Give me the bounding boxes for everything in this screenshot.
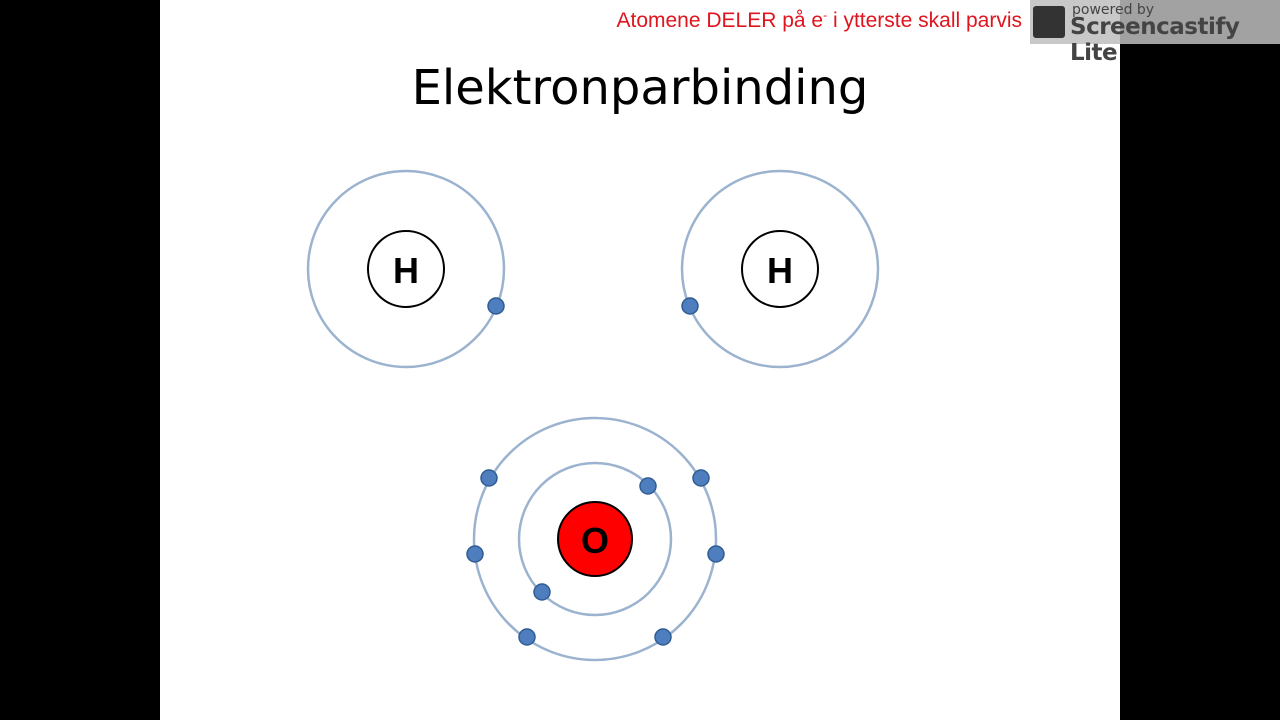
caption-text: Atomene DELER på e- i ytterste skall par… xyxy=(616,8,1022,33)
electron xyxy=(692,469,710,487)
watermark-name: Screencastify Lite xyxy=(1070,14,1240,66)
hydrogen-atom-right: H xyxy=(680,169,880,369)
electron xyxy=(480,469,498,487)
nucleus xyxy=(741,230,819,308)
atom-symbol: O xyxy=(581,520,609,561)
electron-shell xyxy=(680,169,880,369)
watermark-powered-by: powered by xyxy=(1072,2,1155,18)
electron xyxy=(533,583,551,601)
electron xyxy=(639,477,657,495)
outer-shell xyxy=(472,416,718,662)
caption-rest: i ytterste skall parvis xyxy=(827,9,1022,32)
electron xyxy=(466,545,484,563)
electron xyxy=(487,297,505,315)
atom-symbol: H xyxy=(393,250,419,291)
screencastify-watermark: powered by Screencastify Lite xyxy=(1030,0,1280,66)
inner-shell xyxy=(517,461,673,617)
film-icon xyxy=(1033,6,1065,38)
atom-symbol: H xyxy=(767,250,793,291)
nucleus xyxy=(367,230,445,308)
caption-main: Atomene DELER på e xyxy=(616,9,824,32)
electron xyxy=(707,545,725,563)
slide-title: Elektronparbinding xyxy=(411,60,869,116)
electron xyxy=(681,297,699,315)
caption-superscript: - xyxy=(823,8,828,22)
nucleus xyxy=(557,501,633,577)
oxygen-atom: O xyxy=(466,416,725,662)
electron-shell xyxy=(306,169,506,369)
hydrogen-atom-left: H xyxy=(306,169,506,369)
electron xyxy=(654,628,672,646)
electron xyxy=(518,628,536,646)
